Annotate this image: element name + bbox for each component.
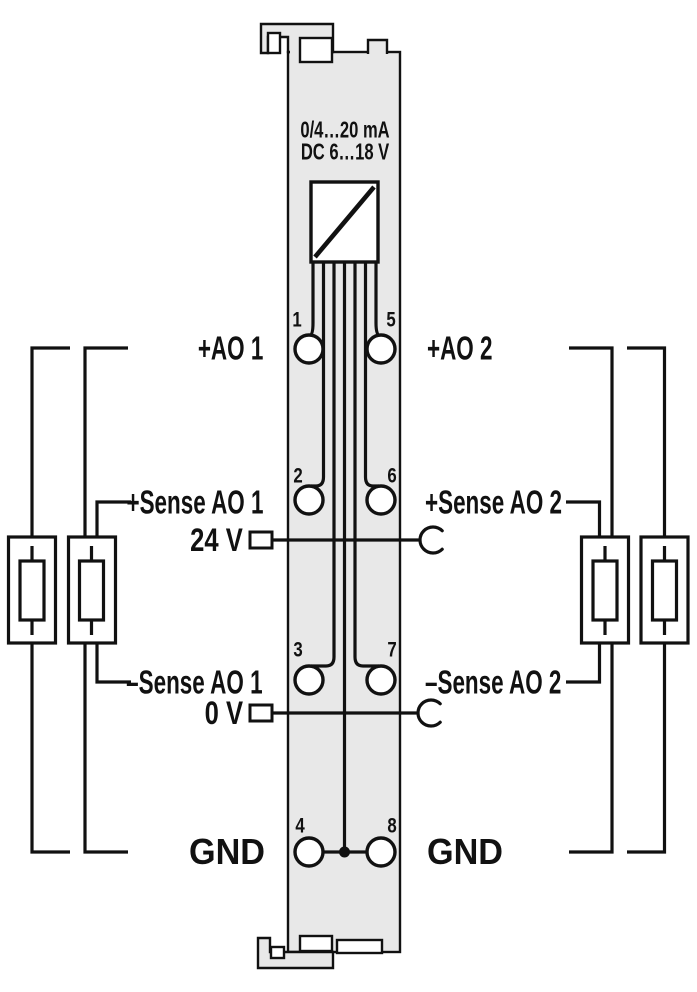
spring-contact-icon xyxy=(416,698,442,728)
blade-contact-icon xyxy=(248,703,274,723)
pin-number-2: 2 xyxy=(293,464,303,488)
label-plus-ao1: +AO 1 xyxy=(197,329,263,367)
terminal-8-icon xyxy=(365,836,397,868)
label-24v: 24 V xyxy=(190,522,243,558)
right-external-circuit xyxy=(566,346,690,854)
left-minus-sense-wire xyxy=(95,643,131,684)
pin-number-8: 8 xyxy=(387,814,397,838)
pin-number-3: 3 xyxy=(293,638,303,662)
power-contact-24v xyxy=(248,525,444,555)
terminal-5-icon xyxy=(365,333,397,365)
load-right-outer-icon xyxy=(639,535,690,645)
terminal-6-icon xyxy=(365,484,397,516)
label-plus-sense-ao2: +Sense AO 2 xyxy=(425,483,562,521)
pin-number-5: 5 xyxy=(386,308,396,332)
pin-number-6: 6 xyxy=(387,464,397,488)
blade-contact-icon xyxy=(248,530,274,550)
dac-symbol-icon xyxy=(309,180,380,264)
label-minus-sense-ao2: –Sense AO 2 xyxy=(425,663,562,701)
pin-number-4: 4 xyxy=(295,814,305,838)
terminal-7-icon xyxy=(365,664,397,696)
label-0v: 0 V xyxy=(204,695,243,731)
terminal-2-icon xyxy=(293,484,325,516)
spring-contact-icon xyxy=(418,525,444,555)
terminal-1-icon xyxy=(293,333,325,365)
left-external-circuit xyxy=(6,346,131,854)
pin-number-1: 1 xyxy=(292,308,302,332)
load-right-inner-icon xyxy=(579,535,631,645)
left-plus-sense-wire xyxy=(95,500,131,537)
right-plus-sense-wire xyxy=(566,500,602,537)
right-minus-sense-wire xyxy=(566,643,602,684)
terminal-4-icon xyxy=(293,836,325,868)
load-left-outer-icon xyxy=(6,535,58,645)
pin-number-7: 7 xyxy=(387,638,397,662)
terminal-contacts xyxy=(293,333,397,868)
label-gnd-right: GND xyxy=(427,831,503,872)
junction-dot-icon xyxy=(339,846,350,858)
terminal-3-icon xyxy=(293,664,325,696)
module-rating-line2: DC 6…18 V xyxy=(300,138,390,165)
label-minus-sense-ao1: –Sense AO 1 xyxy=(126,663,263,701)
label-plus-ao2: +AO 2 xyxy=(427,329,493,367)
label-gnd-left: GND xyxy=(189,831,265,872)
load-left-inner-icon xyxy=(66,535,118,645)
label-plus-sense-ao1: +Sense AO 1 xyxy=(126,483,263,521)
module-rating-line1: 0/4…20 mA xyxy=(300,116,390,143)
power-contact-0v xyxy=(248,698,442,728)
